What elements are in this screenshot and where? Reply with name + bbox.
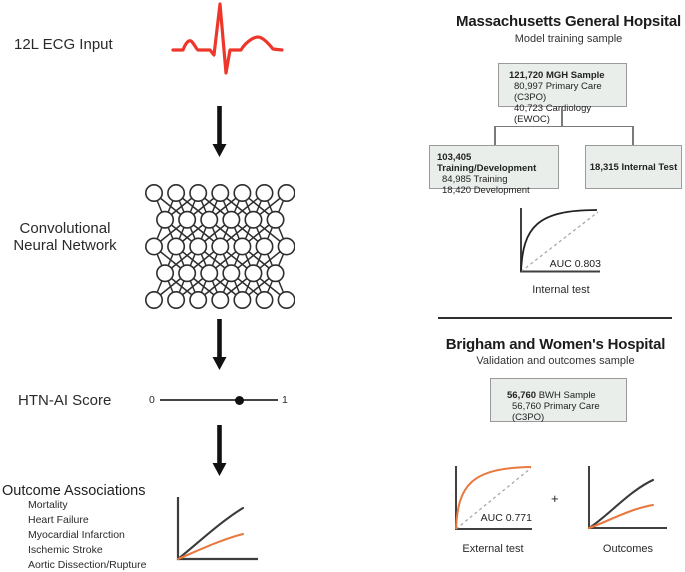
- cnn-label: Convolutional Neural Network: [5, 220, 125, 254]
- bwh-title: Brigham and Women's Hospital: [445, 336, 666, 353]
- cnn-label-line2: Neural Network: [13, 237, 117, 254]
- bwh-outcomes-chart: [587, 466, 667, 530]
- connector-line: [632, 126, 634, 145]
- mgh-sample-line2: 80,997 Primary Care (C3PO): [514, 81, 602, 103]
- scale-line: [160, 399, 278, 401]
- htn-ai-score-label: HTN-AI Score: [18, 392, 112, 409]
- connector-line: [494, 126, 496, 145]
- connector-line: [561, 107, 563, 126]
- mgh-sample-line1: 121,720 MGH Sample: [509, 70, 605, 81]
- cnn-label-line1: Convolutional: [19, 220, 111, 237]
- bwh-subtitle: Validation and outcomes sample: [476, 355, 635, 367]
- outcome-list: Mortality Heart Failure Myocardial Infar…: [28, 498, 146, 572]
- down-arrow-icon: [212, 106, 227, 157]
- outcome-item: Ischemic Stroke: [28, 544, 103, 556]
- ecg-waveform-icon: [171, 2, 284, 75]
- external-test-caption: External test: [462, 543, 524, 555]
- mgh-training-box: 103,405 Training/Development 84,985 Trai…: [429, 145, 559, 196]
- bwh-sample-line2: 56,760 Primary Care (C3PO): [512, 401, 600, 423]
- section-divider: [438, 317, 672, 319]
- scale-min-label: 0: [149, 394, 155, 406]
- scale-dot: [235, 395, 244, 405]
- down-arrow-icon: [212, 425, 227, 476]
- internal-roc-chart: [520, 208, 600, 273]
- scale-max-label: 1: [282, 394, 288, 406]
- outcome-item: Mortality: [28, 499, 68, 511]
- outcome-item: Myocardial Infarction: [28, 529, 125, 541]
- outcome-associations-chart: [176, 497, 258, 561]
- external-roc-chart: [455, 466, 532, 530]
- bwh-sample-count: 56,760: [507, 390, 537, 401]
- ecg-input-label: 12L ECG Input: [14, 36, 113, 53]
- connector-line: [494, 125, 633, 127]
- external-auc-label: AUC 0.771: [480, 512, 532, 524]
- outcome-item: Heart Failure: [28, 514, 89, 526]
- mgh-training-line3: 18,420 Development: [442, 185, 530, 196]
- bwh-sample-rest: BWH Sample: [536, 390, 596, 401]
- outcome-associations-title: Outcome Associations: [2, 483, 146, 499]
- mgh-training-line1: 103,405 Training/Development: [437, 152, 537, 174]
- neural-network-icon: [145, 184, 295, 309]
- outcome-item: Aortic Dissection/Rupture: [28, 559, 147, 571]
- mgh-sample-box: 121,720 MGH Sample 80,997 Primary Care (…: [498, 63, 627, 125]
- mgh-title: Massachusetts General Hopsital: [456, 13, 681, 30]
- mgh-test-line1: 18,315 Internal Test: [589, 161, 678, 173]
- internal-auc-label: AUC 0.803: [549, 258, 601, 270]
- bwh-sample-line1: 56,760 BWH Sample: [507, 390, 622, 401]
- mgh-internal-test-box: 18,315 Internal Test: [585, 145, 682, 189]
- down-arrow-icon: [212, 319, 227, 370]
- plus-sign: +: [551, 491, 559, 506]
- mgh-subtitle: Model training sample: [514, 33, 623, 45]
- internal-test-caption: Internal test: [532, 284, 590, 296]
- mgh-sample-line3: 40,723 Cardiology (EWOC): [514, 103, 592, 125]
- outcomes-caption: Outcomes: [602, 543, 654, 555]
- mgh-training-line2: 84,985 Training: [442, 174, 508, 185]
- bwh-sample-box: 56,760 BWH Sample 56,760 Primary Care (C…: [490, 378, 627, 423]
